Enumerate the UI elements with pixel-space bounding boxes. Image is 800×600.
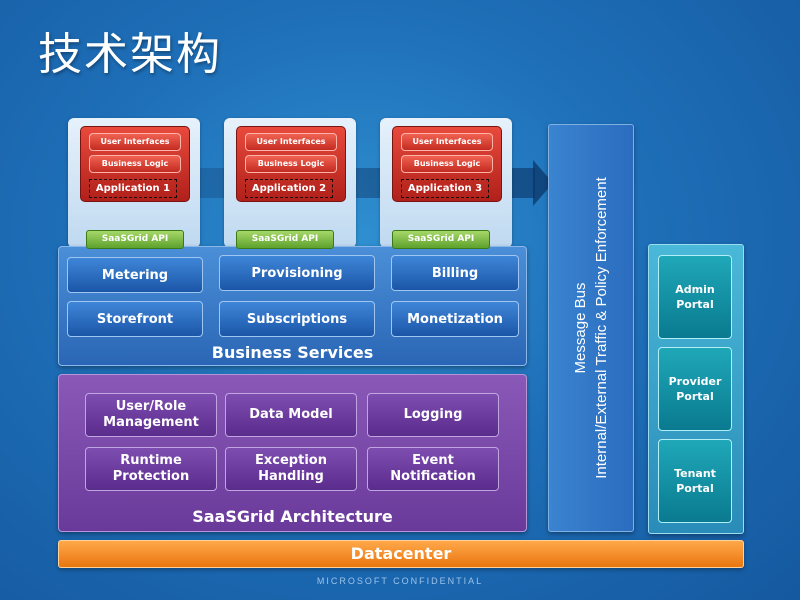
monetization-box: Monetization bbox=[391, 301, 519, 337]
user-interfaces-layer: User Interfaces bbox=[89, 133, 181, 151]
message-bus-panel: Message Bus Internal/External Traffic & … bbox=[548, 124, 634, 532]
user-interfaces-layer: User Interfaces bbox=[245, 133, 337, 151]
saasgrid-architecture-title: SaaSGrid Architecture bbox=[192, 507, 393, 526]
application-name: Application 3 bbox=[401, 179, 489, 198]
business-logic-layer: Business Logic bbox=[401, 155, 493, 173]
datacenter-bar: Datacenter bbox=[58, 540, 744, 568]
metering-box: Metering bbox=[67, 257, 203, 293]
storefront-box: Storefront bbox=[67, 301, 203, 337]
billing-box: Billing bbox=[391, 255, 519, 291]
message-bus-label: Message Bus Internal/External Traffic & … bbox=[570, 133, 612, 523]
application-stack: User Interfaces Business Logic Applicati… bbox=[392, 126, 502, 202]
application-column-1: User Interfaces Business Logic Applicati… bbox=[68, 118, 200, 248]
message-bus-subtitle: Internal/External Traffic & Policy Enfor… bbox=[593, 177, 610, 479]
user-interfaces-layer: User Interfaces bbox=[401, 133, 493, 151]
saasgrid-architecture-panel: User/Role Management Data Model Logging … bbox=[58, 374, 527, 532]
data-model-box: Data Model bbox=[225, 393, 357, 437]
saasgrid-api-tab-1: SaaSGrid API bbox=[86, 230, 184, 249]
exception-handling-box: Exception Handling bbox=[225, 447, 357, 491]
application-name: Application 1 bbox=[89, 179, 177, 198]
business-services-title: Business Services bbox=[211, 343, 374, 362]
application-name: Application 2 bbox=[245, 179, 333, 198]
message-bus-title: Message Bus bbox=[572, 282, 589, 374]
application-stack: User Interfaces Business Logic Applicati… bbox=[236, 126, 346, 202]
slide-title: 技术架构 bbox=[38, 29, 222, 80]
portals-panel: Admin Portal Provider Portal Tenant Port… bbox=[648, 244, 744, 534]
runtime-protection-box: Runtime Protection bbox=[85, 447, 217, 491]
application-stack: User Interfaces Business Logic Applicati… bbox=[80, 126, 190, 202]
provisioning-box: Provisioning bbox=[219, 255, 375, 291]
confidential-footer: MICROSOFT CONFIDENTIAL bbox=[316, 576, 484, 586]
tenant-portal-box: Tenant Portal bbox=[658, 439, 732, 523]
provider-portal-box: Provider Portal bbox=[658, 347, 732, 431]
user-role-management-box: User/Role Management bbox=[85, 393, 217, 437]
saasgrid-api-tab-3: SaaSGrid API bbox=[392, 230, 490, 249]
application-column-2: User Interfaces Business Logic Applicati… bbox=[224, 118, 356, 248]
business-services-panel: Metering Provisioning Billing Storefront… bbox=[58, 246, 527, 366]
logging-box: Logging bbox=[367, 393, 499, 437]
event-notification-box: Event Notification bbox=[367, 447, 499, 491]
subscriptions-box: Subscriptions bbox=[219, 301, 375, 337]
business-logic-layer: Business Logic bbox=[245, 155, 337, 173]
business-logic-layer: Business Logic bbox=[89, 155, 181, 173]
admin-portal-box: Admin Portal bbox=[658, 255, 732, 339]
saasgrid-api-tab-2: SaaSGrid API bbox=[236, 230, 334, 249]
application-column-3: User Interfaces Business Logic Applicati… bbox=[380, 118, 512, 248]
